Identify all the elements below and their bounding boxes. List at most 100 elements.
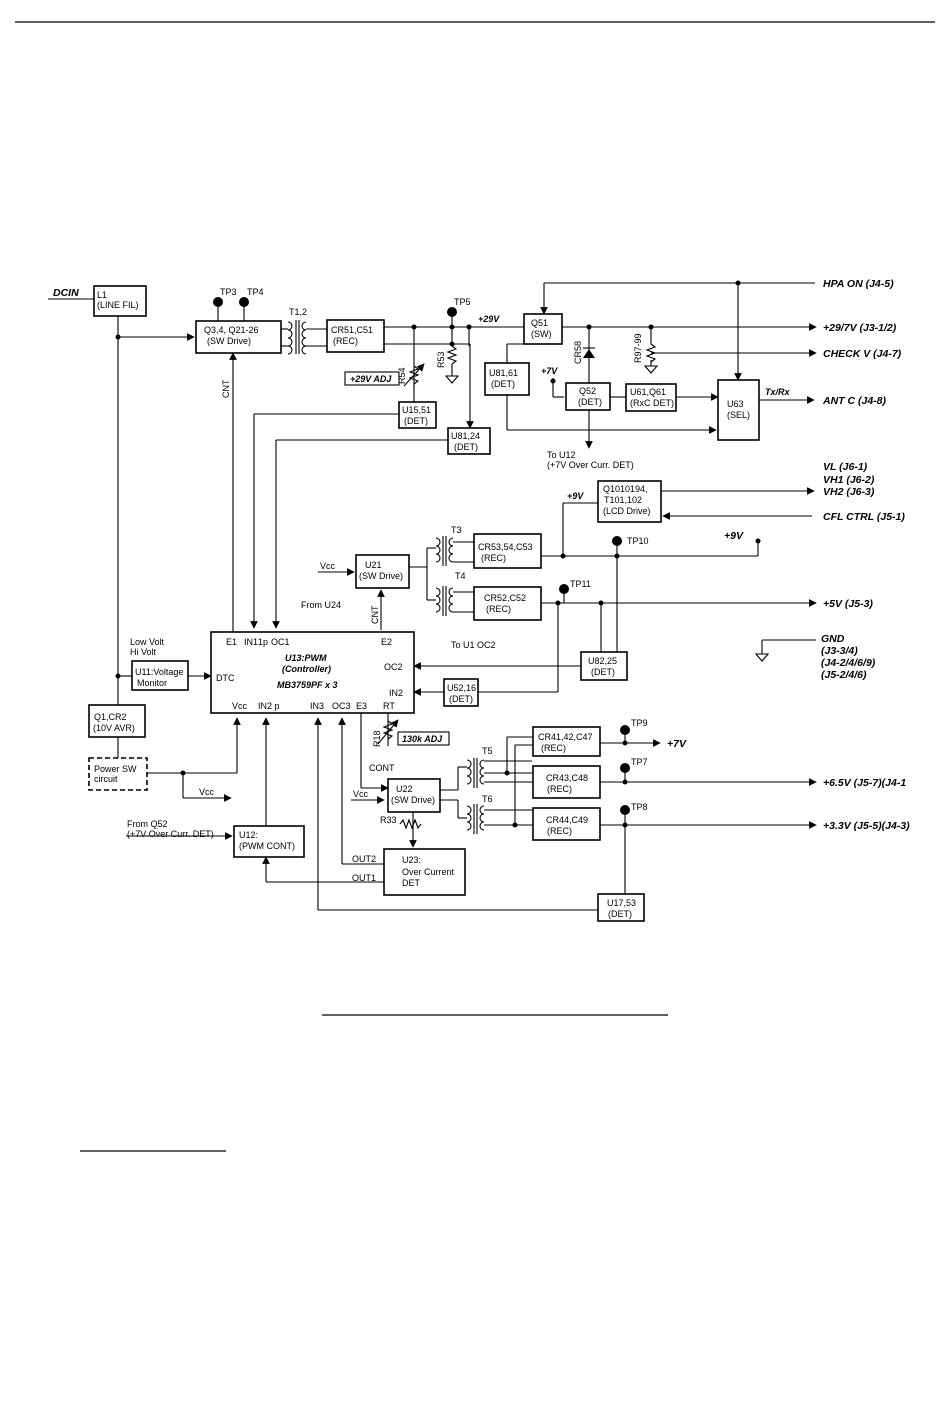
vcc-label-3: Vcc <box>199 787 215 797</box>
block-q1-text: Q1,CR2 (10V AVR) <box>93 712 135 733</box>
out2-label: OUT2 <box>352 854 376 864</box>
block-power-sw-text: Power SW circuit <box>94 764 137 784</box>
t6-label: T6 <box>482 794 493 804</box>
output-vh2: VH2 (J6-3) <box>823 486 875 498</box>
block-l1-line: L1 <box>97 290 107 300</box>
block-u81-61 <box>484 362 530 396</box>
block-u22-text: U22 (SW Drive) <box>391 784 435 805</box>
block-u21-line: U21 <box>365 560 382 570</box>
block-q1-line: (10V AVR) <box>93 723 135 733</box>
output-6-5v: +6.5V (J5-7)(J4-1 <box>823 777 906 789</box>
tp5-point <box>447 307 457 317</box>
dcin-label: DCIN <box>53 287 79 299</box>
output-7v: +7V <box>667 738 687 750</box>
block-u12-text: U12: (PWM CONT) <box>239 830 295 851</box>
block-u82-line: U82,25 <box>588 656 617 666</box>
block-cr53 <box>473 533 542 569</box>
block-u52-line: (DET) <box>449 694 473 704</box>
r33-label: R33 <box>380 815 397 825</box>
resistor-r18 <box>377 719 399 745</box>
output-hpa-on: HPA ON (J4-5) <box>823 278 894 290</box>
block-q1010194-text: Q1010194, T101,102 (LCD Drive) <box>603 484 651 516</box>
ground-symbol <box>754 653 770 662</box>
block-cr43-line: CR43,C48 <box>546 773 588 783</box>
pin-in1p: 1p <box>258 637 268 647</box>
block-q52-line: (DET) <box>578 397 602 407</box>
from-q52-sub-label: (+7V Over Curr. DET) <box>127 829 214 839</box>
adj-130-label: 130k ADJ <box>402 734 443 744</box>
output-gnd-pin: (J4-2/4/6/9) <box>821 657 876 669</box>
wires <box>48 282 817 911</box>
block-u63 <box>717 379 760 441</box>
block-cr52-line: CR52,C52 <box>484 593 526 603</box>
output-9v: +9V <box>724 530 744 542</box>
output-gnd-pin: (J3-3/4) <box>821 645 858 657</box>
block-u17-text: U17,53 (DET) <box>607 898 636 919</box>
block-u11-line: Monitor <box>137 678 167 688</box>
tp8-label: TP8 <box>631 802 648 812</box>
tp10-label: TP10 <box>627 536 649 546</box>
r18-label: R18 <box>372 730 382 747</box>
block-cr51 <box>326 319 385 353</box>
block-q1-line: Q1,CR2 <box>94 712 127 722</box>
block-u81-24-line: U81,24 <box>451 431 480 441</box>
block-u52-line: U52,16 <box>447 683 476 693</box>
pin-e2: E2 <box>381 637 392 647</box>
block-u23 <box>383 848 466 896</box>
pin-vcc: Vcc <box>232 701 248 711</box>
block-cr43 <box>532 765 601 799</box>
block-cr41 <box>532 726 601 757</box>
rail-7v-label: +7V <box>541 366 558 376</box>
pin-in2p: IN2 p <box>258 701 280 711</box>
t12-label: T1,2 <box>289 307 307 317</box>
block-cr52-text: CR52,C52 (REC) <box>484 593 526 614</box>
transformer-t6 <box>466 804 485 834</box>
block-u17 <box>597 893 645 922</box>
output-check-v: CHECK V (J4-7) <box>823 348 902 360</box>
block-u13-text: U13:PWM (Controller) MB3759PF x 3 <box>277 653 338 690</box>
tp10-point <box>612 536 622 546</box>
block-u81-61-line: U81,61 <box>489 368 518 378</box>
tp3-label: TP3 <box>220 287 237 297</box>
pin-e1: E1 <box>226 637 237 647</box>
from-u24-label: From U24 <box>301 600 341 610</box>
block-u11-text: U11:Voltage Monitor <box>135 667 183 688</box>
block-u63-line: (SEL) <box>727 410 750 420</box>
block-q1 <box>88 704 146 738</box>
block-power-sw-line: circuit <box>94 774 118 784</box>
block-u81-24-text: U81,24 (DET) <box>451 431 480 452</box>
block-u23-line: U23: <box>402 855 421 865</box>
block-u61-text: U61,Q61 (RxC DET) <box>630 387 674 408</box>
resistor-r53 <box>444 345 460 384</box>
tp9-label: TP9 <box>631 718 648 728</box>
tp11-label: TP11 <box>570 579 591 589</box>
pin-oc3: OC3 <box>332 701 351 711</box>
t3-label: T3 <box>451 525 462 535</box>
pin-rt: RT <box>383 701 395 711</box>
txrx-label: Tx/Rx <box>765 387 791 397</box>
tp11-point <box>559 584 569 594</box>
block-u13-line: MB3759PF x 3 <box>277 680 338 690</box>
pin-oc1: OC1 <box>271 637 290 647</box>
cr58-label: CR58 <box>573 341 583 364</box>
block-power-sw <box>88 757 148 791</box>
block-u61-line: U61,Q61 <box>630 387 666 397</box>
pin-dtc: DTC <box>216 673 235 683</box>
block-u21-line: (SW Drive) <box>359 571 403 581</box>
block-q52 <box>565 382 611 411</box>
cont-label: CONT <box>369 763 395 773</box>
block-q52-text: Q52 (DET) <box>578 386 602 407</box>
tp8-point <box>620 805 630 815</box>
block-cr52-line: (REC) <box>486 604 511 614</box>
output-gnd: GND <box>821 633 845 645</box>
block-l1-text: L1 (LINE FIL) <box>97 290 139 310</box>
vcc-label-2: Vcc <box>353 789 369 799</box>
block-u52-text: U52,16 (DET) <box>447 683 476 704</box>
block-cr44-line: (REC) <box>547 826 572 836</box>
output-vh1: VH1 (J6-2) <box>823 474 875 486</box>
to-u12-sub-label: (+7V Over Curr. DET) <box>547 460 634 470</box>
output-cfl-ctrl: CFL CTRL (J5-1) <box>823 511 905 523</box>
block-cr52 <box>473 586 542 621</box>
block-cr53-line: CR53,54,C53 <box>478 542 533 552</box>
